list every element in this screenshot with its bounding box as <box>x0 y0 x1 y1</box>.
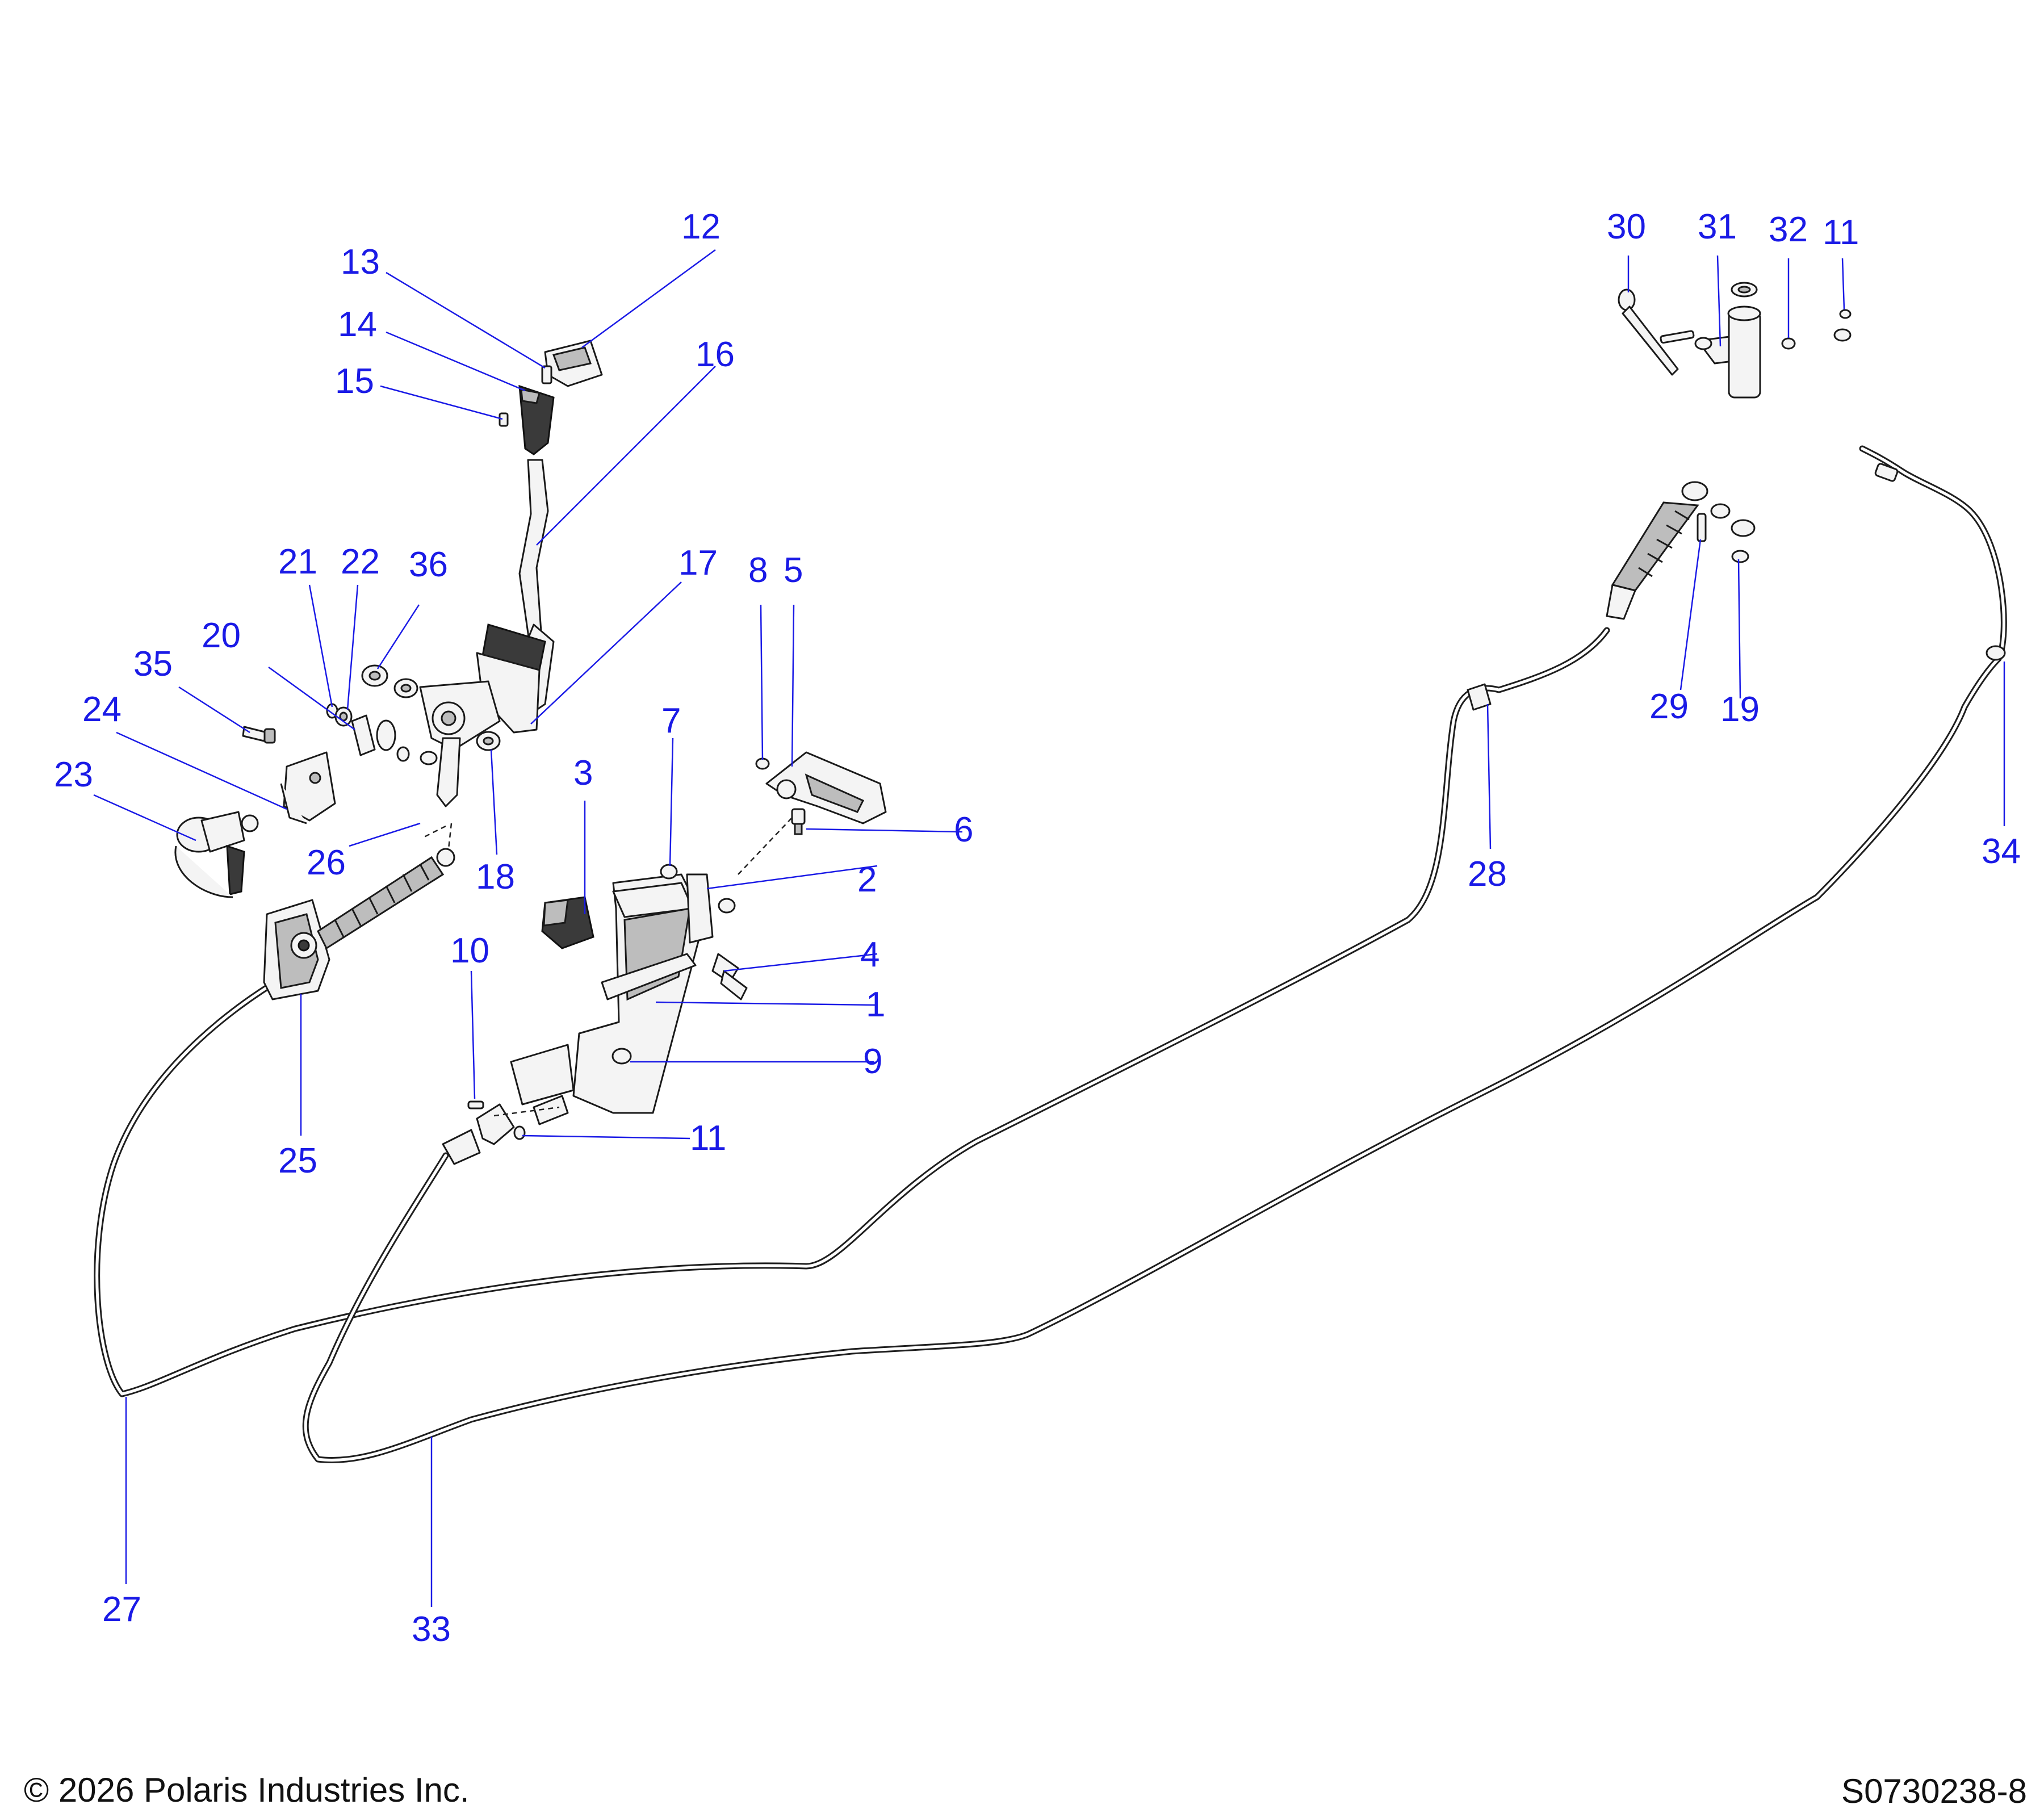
callout-10: 10 <box>450 931 489 970</box>
callout-21: 21 <box>278 542 317 581</box>
part-knob-14 <box>518 384 555 455</box>
callout-18: 18 <box>476 857 515 897</box>
part-link-20 <box>351 714 410 762</box>
callout-16: 16 <box>696 335 735 374</box>
callout-31: 31 <box>1698 207 1737 246</box>
part-clamp-28 <box>1467 683 1492 711</box>
part-nut-36 <box>361 664 418 698</box>
part-bushing-19 <box>1710 503 1756 563</box>
part-handle-5 <box>765 751 887 824</box>
part-screw-15 <box>499 412 509 427</box>
leader-lines <box>93 249 2005 1607</box>
part-nut-32 <box>1781 337 1796 350</box>
callout-3: 3 <box>573 753 593 793</box>
callout-19: 19 <box>1720 690 1760 729</box>
callout-13: 13 <box>341 242 380 282</box>
callout-11-center: 11 <box>690 1119 726 1158</box>
part-bracket-24 <box>280 751 336 824</box>
part-boot-25 <box>263 899 330 1000</box>
callout-28: 28 <box>1468 855 1507 894</box>
part-pivot-bracket-1 <box>510 873 705 1125</box>
part-shaft-2 <box>686 873 714 944</box>
callout-32: 32 <box>1769 210 1808 249</box>
callout-14: 14 <box>338 305 377 344</box>
callout-17: 17 <box>678 543 718 583</box>
part-block-3 <box>541 896 594 949</box>
drawing-number: S0730238-8 <box>1841 1772 2027 1810</box>
part-bolt-9 <box>611 898 736 1065</box>
part-washer-18 <box>476 731 501 751</box>
callout-4: 4 <box>860 935 879 974</box>
part-washer-22 <box>334 706 353 727</box>
part-bellows-29 <box>1606 481 1708 620</box>
callout-labels: 1 2 3 4 5 6 7 8 9 10 11 11 12 13 14 15 1… <box>54 207 2021 1649</box>
part-screw-13 <box>541 365 552 384</box>
assembly-line-d <box>493 1106 560 1117</box>
part-screw-6 <box>791 808 806 835</box>
assembly-line-a <box>447 823 453 849</box>
callout-25: 25 <box>278 1141 317 1180</box>
callout-12: 12 <box>681 207 721 246</box>
callout-35: 35 <box>133 644 173 684</box>
cable-33 <box>302 445 2007 1464</box>
callout-15: 15 <box>335 362 374 401</box>
part-nut-26 <box>420 751 438 765</box>
part-rod-30 <box>1618 288 1695 376</box>
part-pin-4 <box>711 953 748 1000</box>
part-shift-arm-31 <box>1694 282 1761 399</box>
part-switch-23 <box>174 811 259 898</box>
callout-34: 34 <box>1982 832 2021 871</box>
callout-23: 23 <box>54 755 93 794</box>
callout-7: 7 <box>661 701 681 740</box>
callout-8: 8 <box>748 551 768 590</box>
part-cable-end-34 <box>1833 328 2006 661</box>
callout-29: 29 <box>1649 687 1689 726</box>
part-bellows-25 <box>317 848 455 950</box>
assembly-line-b <box>738 817 793 875</box>
part-bolt-35 <box>242 726 276 744</box>
callout-24: 24 <box>82 690 122 729</box>
part-pin-10 <box>467 1100 484 1110</box>
callout-26: 26 <box>307 843 346 882</box>
part-clevis-33 <box>442 1103 515 1165</box>
callout-30: 30 <box>1607 207 1646 246</box>
part-clip-11 <box>513 1125 526 1140</box>
cable-27 <box>94 627 1610 1397</box>
callout-9: 9 <box>863 1042 882 1081</box>
part-bracket-17 <box>419 623 546 807</box>
callout-22: 22 <box>341 542 380 581</box>
callout-20: 20 <box>202 616 241 655</box>
part-cap-12 <box>544 340 603 387</box>
part-bolt-7 <box>660 864 678 880</box>
callout-27: 27 <box>102 1590 141 1629</box>
callout-6: 6 <box>954 810 973 849</box>
part-nut-8 <box>755 757 770 770</box>
copyright-notice: © 2026 Polaris Industries Inc. <box>24 1771 470 1809</box>
callout-11-right: 11 <box>1823 213 1859 252</box>
assembly-line-c <box>422 825 446 839</box>
callout-2: 2 <box>857 860 877 899</box>
callout-1: 1 <box>866 985 885 1024</box>
callout-36: 36 <box>409 545 448 584</box>
part-clip-11-right <box>1839 309 1852 319</box>
callout-5: 5 <box>784 551 803 590</box>
callout-33: 33 <box>412 1610 451 1649</box>
